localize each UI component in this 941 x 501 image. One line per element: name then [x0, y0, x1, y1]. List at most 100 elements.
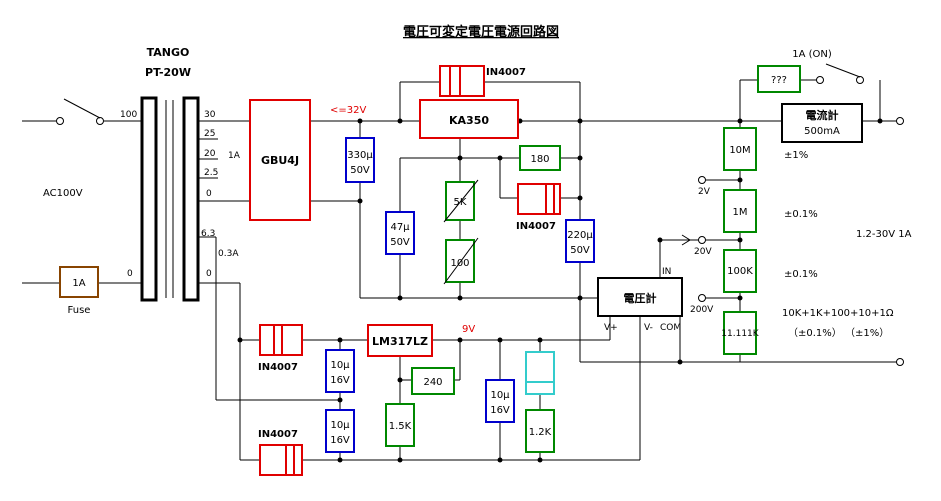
diode-1	[439, 65, 485, 97]
capacitor-10u-a	[325, 349, 355, 393]
tolerance-2: ±0.1%	[784, 209, 818, 220]
tap-0: 0	[206, 189, 212, 199]
bridge-label: GBU4J	[261, 154, 299, 167]
output-spec-label: 1.2-30V 1A	[856, 229, 912, 240]
tap-6-3: 6.3	[201, 229, 215, 239]
capacitor-10u-c	[485, 379, 515, 423]
wires	[22, 79, 900, 461]
diode-2	[517, 183, 561, 215]
ammeter-bypass-switch[interactable]	[825, 63, 861, 78]
power-switch[interactable]	[63, 98, 101, 119]
voltmeter-in-label: IN	[662, 267, 671, 277]
tolerance-1: ±1%	[784, 150, 808, 161]
capacitor-10u-c-voltage: 16V	[490, 405, 510, 416]
fuse	[59, 266, 99, 298]
capacitor-220u	[565, 219, 595, 263]
capacitor-10u-b-voltage: 16V	[330, 435, 350, 446]
tap-20: 20	[204, 149, 216, 159]
transformer	[140, 96, 200, 302]
diode-3	[259, 324, 303, 356]
ammeter-label: 電流計	[806, 108, 839, 122]
capacitor-10u-c-value: 10μ	[490, 390, 510, 401]
range-200v-label: 200V	[690, 305, 714, 315]
regulator-ka350-label: KA350	[449, 114, 489, 127]
switch-1a-label: 1A (ON)	[792, 49, 832, 60]
resistor-11k-label: 11.111K	[721, 329, 759, 339]
resistor-1-2k-label: 1.2K	[529, 427, 552, 438]
tap-current-0-3a: 0.3A	[218, 249, 239, 259]
diode-1-label: IN4007	[486, 67, 526, 78]
ac-input-label: AC100V	[43, 188, 83, 199]
resistor-11k	[723, 311, 757, 355]
resistor-240	[411, 367, 455, 395]
resistor-10m	[723, 127, 757, 171]
diode-4-label: IN4007	[258, 429, 298, 440]
page-title: 電圧可変定電圧電源回路図	[403, 24, 559, 40]
potentiometer-100-label: 100	[450, 258, 469, 269]
ammeter	[781, 103, 863, 143]
range-20v-label: 20V	[694, 247, 712, 257]
potentiometer-5k-label: 5K	[454, 197, 467, 208]
regulator-lm317lz	[367, 324, 433, 357]
resistor-180-label: 180	[530, 154, 549, 165]
shunt-resistor-label: ???	[771, 75, 787, 86]
diode-4	[259, 444, 303, 476]
tolerance-3: ±0.1%	[784, 269, 818, 280]
range-selector-arrow	[664, 234, 691, 246]
voltmeter-vplus-label: V+	[604, 323, 618, 333]
resistor-1-2k	[525, 409, 555, 453]
terminals	[56, 76, 904, 366]
resistor-10m-label: 10M	[729, 145, 750, 156]
tap-2-5: 2.5	[204, 168, 218, 178]
resistor-100k-label: 100K	[727, 266, 753, 277]
capacitor-10u-a-voltage: 16V	[330, 375, 350, 386]
primary-tap-100: 100	[120, 110, 137, 120]
tap-0-low: 0	[206, 269, 212, 279]
capacitor-220u-value: 220μ	[567, 230, 593, 241]
resistor-240-label: 240	[423, 377, 442, 388]
resistor-180	[519, 145, 561, 171]
diode-2-label: IN4007	[516, 221, 556, 232]
voltmeter-vminus-label: V-	[644, 323, 653, 333]
divider-tolerance-label: （±0.1%） （±1%）	[788, 327, 889, 339]
ammeter-range: 500mA	[804, 126, 840, 137]
potentiometer-5k[interactable]	[443, 179, 479, 223]
resistor-1m	[723, 189, 757, 233]
voltmeter-com-label: COM	[660, 323, 681, 333]
capacitor-47u-value: 47μ	[390, 222, 410, 233]
voltmeter-label: 電圧計	[624, 291, 657, 305]
capacitor-10u-b	[325, 409, 355, 453]
potentiometer-100[interactable]	[443, 237, 479, 285]
capacitor-330u-voltage: 50V	[350, 165, 370, 176]
shunt-resistor	[757, 65, 801, 93]
fuse-label: Fuse	[68, 305, 91, 316]
capacitor-10u-a-value: 10μ	[330, 360, 350, 371]
capacitor-47u-voltage: 50V	[390, 237, 410, 248]
tap-current-1a: 1A	[228, 151, 241, 161]
tap-25: 25	[204, 129, 215, 139]
regulator-ka350	[419, 99, 519, 139]
primary-tap-0: 0	[127, 269, 133, 279]
diode-3-label: IN4007	[258, 362, 298, 373]
transformer-model: PT-20W	[145, 66, 191, 79]
rect-out-voltage: <=32V	[330, 105, 366, 116]
tap-underlines	[198, 138, 218, 179]
resistor-1m-label: 1M	[733, 207, 748, 218]
resistor-100k	[723, 249, 757, 293]
fuse-rating: 1A	[72, 278, 85, 289]
range-2v-label: 2V	[698, 187, 711, 197]
voltmeter	[597, 277, 683, 317]
regulator-lm317lz-label: LM317LZ	[372, 335, 428, 348]
capacitor-10u-b-value: 10μ	[330, 420, 350, 431]
capacitor-220u-voltage: 50V	[570, 245, 590, 256]
capacitor-330u-value: 330μ	[347, 150, 373, 161]
divider-sum-label: 10K+1K+100+10+1Ω	[782, 308, 894, 319]
reg-out-voltage: 9V	[462, 324, 475, 335]
tap-30: 30	[204, 110, 216, 120]
capacitor-47u	[385, 211, 415, 255]
led-indicator	[525, 351, 555, 395]
resistor-1-5k-label: 1.5K	[389, 421, 412, 432]
bridge-rectifier-gbu4j	[249, 99, 311, 221]
resistor-1-5k	[385, 403, 415, 447]
